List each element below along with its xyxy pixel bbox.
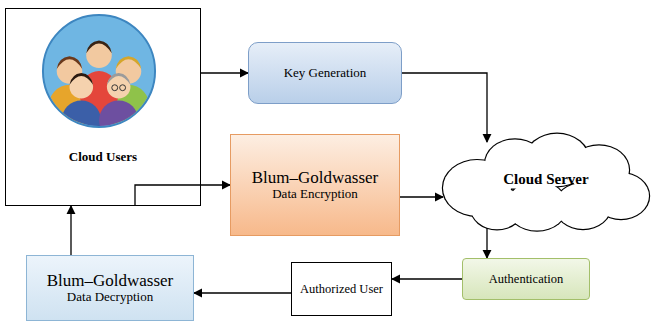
users-illustration	[40, 12, 158, 130]
node-label: Key Generation	[284, 66, 367, 81]
process-box: Key Generation	[248, 42, 402, 104]
flow-arrow	[392, 278, 462, 279]
process-box: Authorized User	[291, 262, 392, 316]
users-box: Cloud Users	[5, 8, 201, 206]
node-label: Authentication	[489, 272, 563, 286]
node-label: Blum–Goldwasser	[252, 168, 379, 188]
flow-arrow	[486, 228, 487, 258]
node-sublabel: Data Decryption	[67, 290, 153, 305]
process-box: Blum–GoldwasserData Decryption	[26, 255, 194, 321]
node-label: Cloud Users	[69, 150, 137, 165]
flow-arrow	[402, 73, 487, 142]
process-box: Blum–GoldwasserData Encryption	[230, 134, 400, 236]
flow-arrow	[194, 292, 291, 293]
node-label: Blum–Goldwasser	[47, 271, 174, 291]
node-sublabel: Data Encryption	[272, 187, 358, 202]
flow-arrow	[135, 185, 230, 206]
flow-arrow	[400, 196, 443, 197]
cloud-shape: Cloud Server	[437, 126, 655, 234]
node-label: Cloud Server	[503, 171, 588, 188]
flow-arrow	[201, 72, 248, 73]
node-label: Authorized User	[300, 282, 383, 296]
flow-arrow	[70, 206, 71, 255]
process-box: Authentication	[462, 258, 590, 300]
